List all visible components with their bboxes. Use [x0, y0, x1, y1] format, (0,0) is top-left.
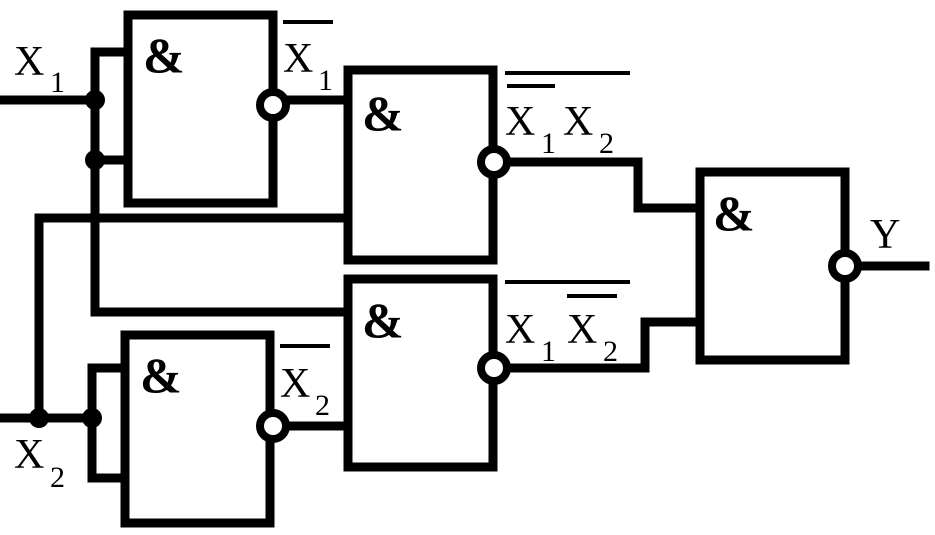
wire-x1-trunk: [90, 47, 353, 317]
wire-g3-out: [505, 157, 705, 213]
label-letter: X: [280, 361, 310, 407]
gate-g3-symbol: &: [362, 85, 404, 141]
label-letter: X: [567, 307, 597, 353]
label-subscript: 2: [603, 335, 618, 368]
label-letter: X: [505, 307, 535, 353]
inverter-bubble: [477, 145, 511, 179]
label-subscript: 1: [50, 66, 65, 99]
inverter-bubble: [256, 409, 290, 443]
label-letter: X: [283, 36, 313, 82]
label-x2-input: X 2: [14, 432, 65, 494]
junctions: [29, 90, 105, 428]
gates: [120, 10, 850, 528]
label-not-notx1-x2: X 1 X 2: [505, 71, 630, 160]
label-subscript: 1: [541, 127, 556, 160]
gate-g2: [120, 330, 275, 528]
wire-x2-trunk: [87, 363, 130, 483]
label-letter: X: [14, 432, 44, 478]
wire-g4-out: [505, 317, 705, 373]
junction-dot: [85, 150, 105, 170]
label-not-x1: X 1: [283, 20, 333, 97]
gate-g4: [343, 274, 498, 472]
gate-g5: [695, 167, 850, 365]
gate-g1-symbol: &: [143, 27, 185, 83]
label-not-x2: X 2: [280, 344, 330, 422]
gate-g2-symbol: &: [140, 347, 182, 403]
junction-dot: [29, 408, 49, 428]
label-subscript: 2: [315, 389, 330, 422]
gate-g3: [343, 65, 498, 265]
label-not-x1-notx2: X 1 X 2: [505, 280, 630, 368]
junction-dot: [82, 408, 102, 428]
wire-x2-to-g3: [34, 213, 353, 423]
label-x1-input: X 1: [14, 39, 65, 99]
inverter-bubble: [256, 88, 290, 122]
label-subscript: 1: [541, 335, 556, 368]
gate-g4-symbol: &: [362, 292, 404, 348]
label-letter: Y: [870, 212, 900, 258]
bubbles: [256, 88, 862, 443]
inverter-bubble: [828, 249, 862, 283]
label-y-output: Y: [870, 212, 900, 258]
label-subscript: 2: [599, 127, 614, 160]
label-letter: X: [563, 99, 593, 145]
label-subscript: 2: [50, 461, 65, 494]
label-letter: X: [14, 39, 44, 85]
junction-dot: [85, 90, 105, 110]
label-letter: X: [505, 99, 535, 145]
label-subscript: 1: [318, 64, 333, 97]
gate-g5-symbol: &: [713, 185, 755, 241]
inverter-bubble: [477, 351, 511, 385]
